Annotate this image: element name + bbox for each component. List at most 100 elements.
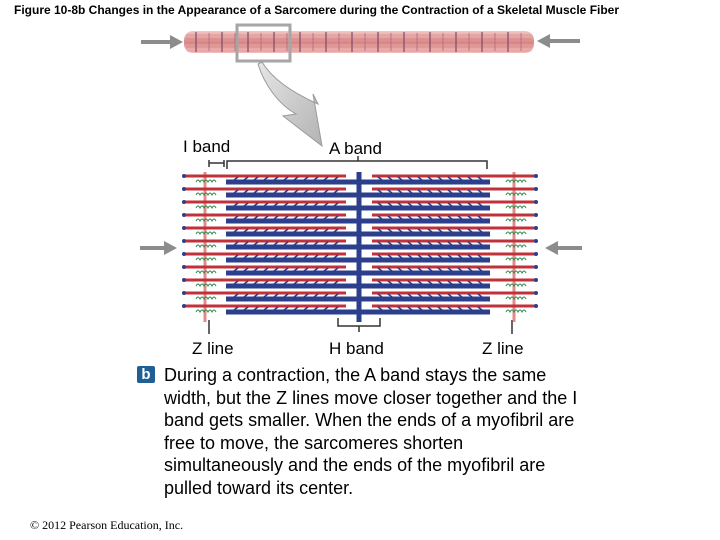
- myosin-head: [243, 176, 249, 181]
- myosin-head: [313, 228, 319, 233]
- myosin-head: [467, 176, 473, 181]
- myosin-head: [243, 215, 249, 220]
- myosin-head: [323, 306, 329, 311]
- myosin-head: [397, 267, 403, 272]
- myosin-head: [437, 254, 443, 259]
- myosin-head: [293, 254, 299, 259]
- myosin-head: [263, 254, 269, 259]
- myosin-head: [407, 228, 413, 233]
- myosin-head: [233, 280, 239, 285]
- myosin-head: [283, 202, 289, 207]
- myosin-head: [253, 267, 259, 272]
- titin-spring: [505, 309, 527, 314]
- myosin-head: [293, 267, 299, 272]
- myosin-head: [467, 293, 473, 298]
- titin-spring: [505, 231, 527, 236]
- myosin-head: [417, 293, 423, 298]
- titin-spring: [505, 296, 527, 301]
- filament-end-cap: [182, 252, 186, 256]
- titin-spring: [505, 283, 527, 288]
- myosin-head: [233, 306, 239, 311]
- myosin-head: [447, 293, 453, 298]
- myosin-head: [293, 228, 299, 233]
- titin-spring: [505, 218, 527, 223]
- myosin-head: [457, 202, 463, 207]
- myosin-head: [437, 189, 443, 194]
- myosin-head: [387, 215, 393, 220]
- myosin-head: [273, 215, 279, 220]
- myosin-head: [437, 228, 443, 233]
- sarcomere-highlight-box: [235, 23, 292, 63]
- filament-end-cap: [534, 200, 538, 204]
- filament-end-cap: [182, 226, 186, 230]
- myosin-head: [427, 202, 433, 207]
- myosin-head: [243, 306, 249, 311]
- copyright-notice: © 2012 Pearson Education, Inc.: [30, 518, 184, 532]
- myosin-head: [397, 241, 403, 246]
- myosin-head: [427, 306, 433, 311]
- myosin-head: [313, 306, 319, 311]
- myosin-head: [377, 267, 383, 272]
- titin-spring: [195, 309, 217, 314]
- myosin-head: [457, 280, 463, 285]
- myosin-head: [243, 293, 249, 298]
- myosin-head: [263, 228, 269, 233]
- myosin-head: [233, 254, 239, 259]
- filament-end-cap: [534, 187, 538, 191]
- a-band-bracket: [226, 156, 488, 169]
- myosin-head: [293, 293, 299, 298]
- myosin-head: [407, 202, 413, 207]
- filament-end-cap: [534, 226, 538, 230]
- myosin-head: [293, 280, 299, 285]
- myosin-head: [427, 254, 433, 259]
- myosin-head: [477, 254, 483, 259]
- figure-title: Figure 10-8b Changes in the Appearance o…: [14, 3, 620, 17]
- myosin-head: [437, 306, 443, 311]
- myosin-head: [313, 202, 319, 207]
- myosin-head: [333, 293, 339, 298]
- myosin-head: [323, 241, 329, 246]
- myosin-head: [283, 306, 289, 311]
- myosin-head: [477, 189, 483, 194]
- titin-spring: [195, 270, 217, 275]
- myosin-head: [333, 189, 339, 194]
- myosin-head: [303, 241, 309, 246]
- myosin-head: [283, 280, 289, 285]
- myosin-head: [273, 202, 279, 207]
- myosin-head: [273, 280, 279, 285]
- myosin-head: [377, 254, 383, 259]
- myosin-head: [323, 202, 329, 207]
- myosin-head: [457, 241, 463, 246]
- myosin-head: [323, 267, 329, 272]
- arrow-left-icon: [545, 241, 582, 255]
- myosin-head: [417, 228, 423, 233]
- myosin-head: [467, 267, 473, 272]
- i-band-bracket: [208, 160, 225, 167]
- myosin-head: [457, 267, 463, 272]
- myosin-head: [467, 215, 473, 220]
- myosin-head: [477, 306, 483, 311]
- myosin-head: [387, 306, 393, 311]
- myosin-head: [467, 306, 473, 311]
- myosin-head: [323, 176, 329, 181]
- myosin-head: [243, 241, 249, 246]
- myosin-head: [437, 241, 443, 246]
- titin-spring: [195, 296, 217, 301]
- myosin-head: [467, 254, 473, 259]
- myosin-head: [263, 189, 269, 194]
- titin-spring: [195, 231, 217, 236]
- myosin-head: [407, 215, 413, 220]
- myosin-head: [303, 267, 309, 272]
- myosin-head: [313, 254, 319, 259]
- titin-spring: [505, 270, 527, 275]
- myosin-head: [447, 254, 453, 259]
- myosin-head: [313, 241, 319, 246]
- h-band-bracket: [337, 318, 381, 332]
- myosin-head: [407, 176, 413, 181]
- titin-spring: [195, 244, 217, 249]
- myosin-head: [333, 306, 339, 311]
- myosin-head: [253, 215, 259, 220]
- myosin-head: [477, 293, 483, 298]
- myosin-head: [323, 215, 329, 220]
- filament-end-cap: [534, 174, 538, 178]
